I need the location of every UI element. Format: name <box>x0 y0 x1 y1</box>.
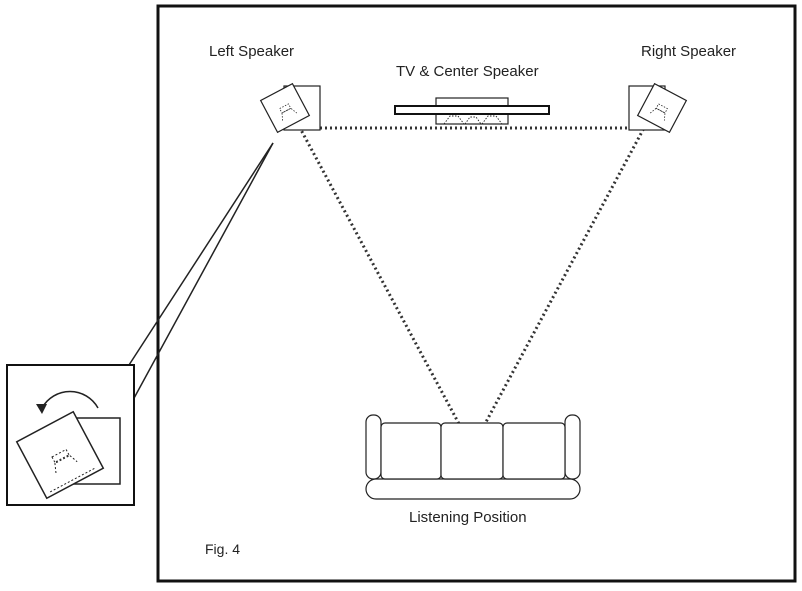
center-speaker-label: TV & Center Speaker <box>396 63 539 80</box>
sofa-icon <box>365 414 581 500</box>
rotation-arrowhead <box>36 404 47 414</box>
tv-panel <box>394 105 550 115</box>
room-outline <box>156 4 797 583</box>
rotation-arrow <box>41 390 99 409</box>
tv-center-speaker-icon <box>394 97 550 125</box>
left-speaker-icon <box>259 82 321 134</box>
right-speaker-icon <box>628 82 688 134</box>
inset-rotated-speaker <box>15 410 105 500</box>
figure-number: Fig. 4 <box>205 541 241 557</box>
listening-position-label: Listening Position <box>409 509 527 526</box>
listening-triangle <box>297 126 647 452</box>
callout-lines <box>128 142 274 401</box>
right-speaker-label: Right Speaker <box>641 43 737 60</box>
left-speaker-label: Left Speaker <box>209 43 295 60</box>
rotation-detail-inset <box>6 364 135 506</box>
